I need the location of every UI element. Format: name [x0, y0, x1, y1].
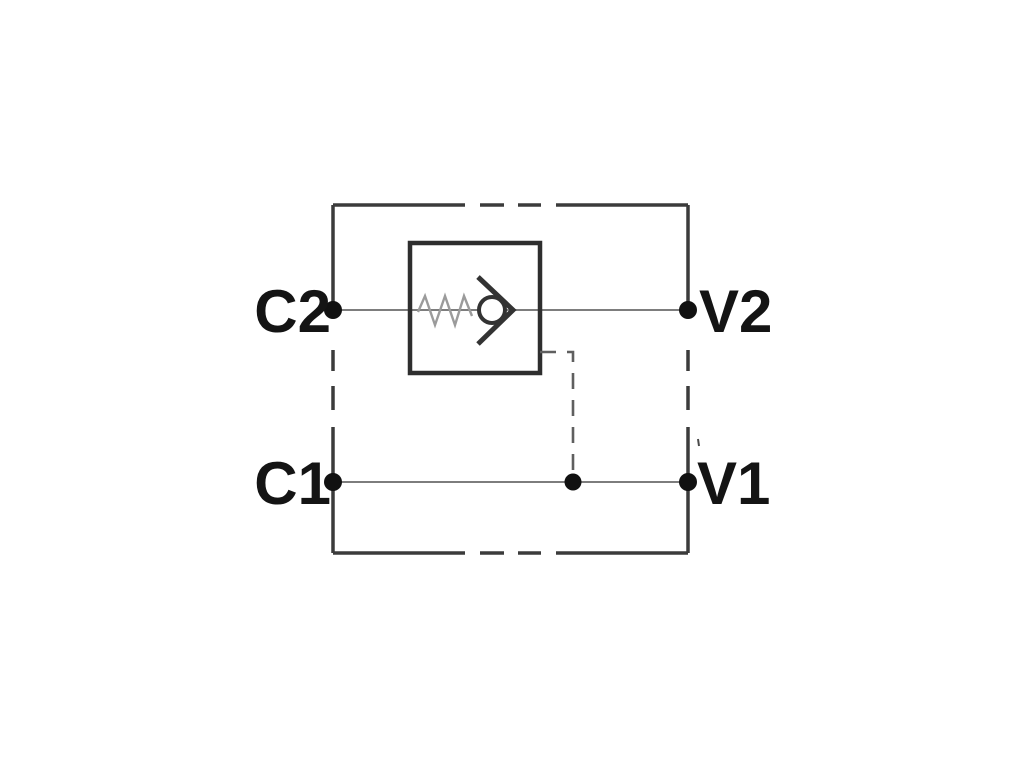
port-label-v2: V2	[699, 278, 772, 345]
enclosure-boundary	[331, 203, 690, 555]
port-label-v1: V1	[697, 450, 770, 517]
valve-body-box	[407, 240, 543, 376]
check-ball-icon	[477, 295, 507, 325]
node-dot-v2	[679, 301, 697, 319]
port-label-c2: C2	[254, 278, 331, 345]
check-valve-symbol	[407, 240, 543, 376]
node-dot-c1	[324, 473, 342, 491]
spring-icon	[416, 292, 474, 329]
port-label-c1: C1	[254, 450, 331, 517]
junction-dots	[324, 301, 697, 491]
valve-seat-icon	[476, 275, 517, 346]
stray-mark	[697, 438, 700, 447]
pilot-line	[540, 350, 575, 482]
node-dot-pilot-junction	[564, 473, 582, 491]
node-dot-c2	[324, 301, 342, 319]
node-dot-v1	[679, 473, 697, 491]
